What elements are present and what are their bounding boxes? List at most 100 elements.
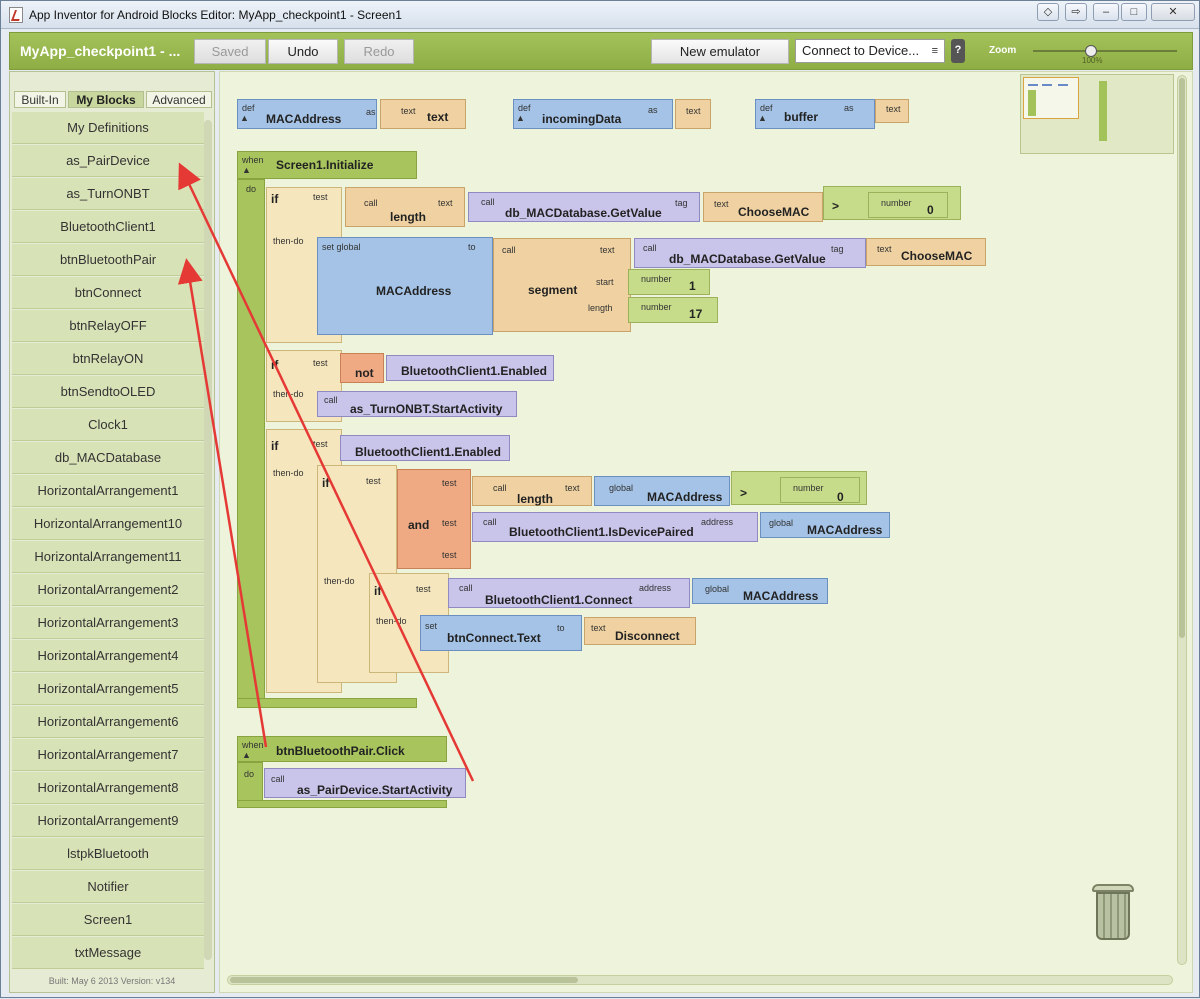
getvalue-call-block[interactable]: call db_MACDatabase.GetValue tag	[468, 192, 700, 222]
minimap-viewport[interactable]	[1023, 77, 1079, 119]
drawer-scrollbar[interactable]	[204, 120, 212, 960]
drawer-item[interactable]: btnBluetoothPair	[12, 244, 204, 276]
turnon-bt-call-block[interactable]: call as_TurnONBT.StartActivity	[317, 391, 517, 417]
set-btnconnect-text-block[interactable]: set btnConnect.Text to	[420, 615, 582, 651]
vertical-scrollbar[interactable]	[1177, 75, 1187, 965]
global-macaddress-getter[interactable]: global MACAddress	[692, 578, 828, 604]
number-length-block[interactable]: number 17	[628, 297, 718, 323]
drawer-item[interactable]: HorizontalArrangement10	[12, 508, 204, 540]
event-body-rail: do	[237, 179, 265, 706]
window-button-extra[interactable]: ◇	[1037, 3, 1059, 21]
workspace-minimap[interactable]	[1020, 74, 1174, 154]
drawer-item[interactable]: Notifier	[12, 871, 204, 903]
tab-advanced[interactable]: Advanced	[146, 91, 212, 108]
set-global-block[interactable]: set global to MACAddress	[317, 237, 493, 335]
text-value-block[interactable]: text	[675, 99, 711, 129]
window-close-button[interactable]: ✕	[1151, 3, 1195, 21]
vertical-scroll-thumb[interactable]	[1179, 78, 1185, 638]
drawer-tabs: Built-In My Blocks Advanced	[12, 91, 212, 109]
window-title: App Inventor for Android Blocks Editor: …	[29, 8, 402, 22]
drawer-item[interactable]: My Definitions	[12, 112, 204, 144]
text-value-block[interactable]: text	[875, 99, 909, 123]
length-call-block[interactable]: call length text	[345, 187, 465, 227]
text-choosemac-block[interactable]: text ChooseMAC	[866, 238, 986, 266]
drawer-item[interactable]: HorizontalArrangement2	[12, 574, 204, 606]
drawer-item[interactable]: HorizontalArrangement5	[12, 673, 204, 705]
text-value-block[interactable]: text text	[380, 99, 466, 129]
horizontal-scroll-thumb[interactable]	[230, 977, 578, 983]
drawer-item[interactable]: txtMessage	[12, 937, 204, 969]
window-minimize-button[interactable]: –	[1093, 3, 1119, 21]
blocks-workspace[interactable]: def ▲ MACAddress as text text def ▲ inco…	[219, 71, 1193, 993]
global-macaddress-getter[interactable]: global MACAddress	[760, 512, 890, 538]
drawer-item[interactable]: HorizontalArrangement7	[12, 739, 204, 771]
redo-button[interactable]: Redo	[344, 39, 414, 64]
drawer-item[interactable]: btnRelayOFF	[12, 310, 204, 342]
zoom-slider-thumb[interactable]	[1085, 45, 1097, 57]
zoom-value: 100%	[1082, 56, 1103, 65]
drawer-item[interactable]: HorizontalArrangement4	[12, 640, 204, 672]
title-bar: App Inventor for Android Blocks Editor: …	[1, 1, 1199, 29]
text-choosemac-block[interactable]: text ChooseMAC	[703, 192, 823, 222]
drawer-item[interactable]: HorizontalArrangement6	[12, 706, 204, 738]
text-disconnect-block[interactable]: text Disconnect	[584, 617, 696, 645]
help-icon[interactable]: ?	[951, 39, 965, 63]
drawer-item[interactable]: as_TurnONBT	[12, 178, 204, 210]
drawer-item[interactable]: btnRelayON	[12, 343, 204, 375]
event-footer	[237, 698, 417, 708]
number-zero-block[interactable]: number 0	[780, 477, 860, 504]
drawer-item[interactable]: lstpkBluetooth	[12, 838, 204, 870]
horizontal-scrollbar[interactable]	[227, 975, 1173, 985]
bluetooth-enabled-getter[interactable]: BluetoothClient1.Enabled	[386, 355, 554, 381]
def-block-incomingdata[interactable]: def ▲ incomingData as	[513, 99, 673, 129]
global-macaddress-getter[interactable]: global MACAddress	[594, 476, 730, 506]
drawer-item[interactable]: HorizontalArrangement1	[12, 475, 204, 507]
drawer-item[interactable]: Screen1	[12, 904, 204, 936]
drawer-item[interactable]: HorizontalArrangement8	[12, 772, 204, 804]
tab-my-blocks[interactable]: My Blocks	[68, 91, 144, 108]
app-icon	[9, 7, 23, 23]
and-block[interactable]: test and test test	[397, 469, 471, 569]
trash-icon[interactable]	[1090, 880, 1136, 942]
event-footer	[237, 800, 447, 808]
def-block-buffer[interactable]: def ▲ buffer as	[755, 99, 875, 129]
connect-device-label: Connect to Device...	[802, 43, 920, 58]
drawer-item[interactable]: HorizontalArrangement3	[12, 607, 204, 639]
tab-built-in[interactable]: Built-In	[14, 91, 66, 108]
zoom-label: Zoom	[989, 45, 1017, 56]
drawer-item[interactable]: as_PairDevice	[12, 145, 204, 177]
number-start-block[interactable]: number 1	[628, 269, 710, 295]
block-drawer-panel: Built-In My Blocks Advanced My Definitio…	[9, 71, 215, 993]
build-version: Built: May 6 2013 Version: v134	[48, 976, 176, 986]
bluetooth-connect-call-block[interactable]: call BluetoothClient1.Connect address	[448, 578, 690, 608]
drawer-item[interactable]: HorizontalArrangement11	[12, 541, 204, 573]
def-block-macaddress[interactable]: def ▲ MACAddress as	[237, 99, 377, 129]
number-zero-block[interactable]: number 0	[868, 192, 948, 218]
window-button-restore[interactable]: ⇨	[1065, 3, 1087, 21]
drawer-item[interactable]: BluetoothClient1	[12, 211, 204, 243]
bluetooth-enabled-getter[interactable]: BluetoothClient1.Enabled	[340, 435, 510, 461]
getvalue-call-block[interactable]: call db_MACDatabase.GetValue tag	[634, 238, 866, 268]
zoom-slider-track[interactable]	[1033, 50, 1177, 52]
window-maximize-button[interactable]: □	[1121, 3, 1147, 21]
pairdevice-call-block[interactable]: call as_PairDevice.StartActivity	[264, 768, 466, 798]
event-btnbluetoothpair-click[interactable]: when ▲ btnBluetoothPair.Click	[237, 736, 447, 762]
ispaired-call-block[interactable]: call BluetoothClient1.IsDevicePaired add…	[472, 512, 758, 542]
drawer-item[interactable]: HorizontalArrangement9	[12, 805, 204, 837]
new-emulator-button[interactable]: New emulator	[651, 39, 789, 64]
undo-button[interactable]: Undo	[268, 39, 338, 64]
drawer-item[interactable]: Clock1	[12, 409, 204, 441]
event-screen1-initialize[interactable]: when ▲ Screen1.Initialize	[237, 151, 417, 179]
saved-button[interactable]: Saved	[194, 39, 266, 64]
drawer-item[interactable]: btnConnect	[12, 277, 204, 309]
drawer-item[interactable]: btnSendtoOLED	[12, 376, 204, 408]
drawer-list: My Definitions as_PairDevice as_TurnONBT…	[12, 112, 204, 972]
connect-device-dropdown[interactable]: Connect to Device... ≡	[795, 39, 945, 63]
segment-call-block[interactable]: call segment text start length	[493, 238, 631, 332]
project-title: MyApp_checkpoint1 - ...	[20, 43, 181, 59]
drawer-item[interactable]: db_MACDatabase	[12, 442, 204, 474]
editor-toolbar: MyApp_checkpoint1 - ... Saved Undo Redo …	[9, 32, 1193, 70]
length-call-block[interactable]: call length text	[472, 476, 592, 506]
not-block[interactable]: not	[340, 353, 384, 383]
